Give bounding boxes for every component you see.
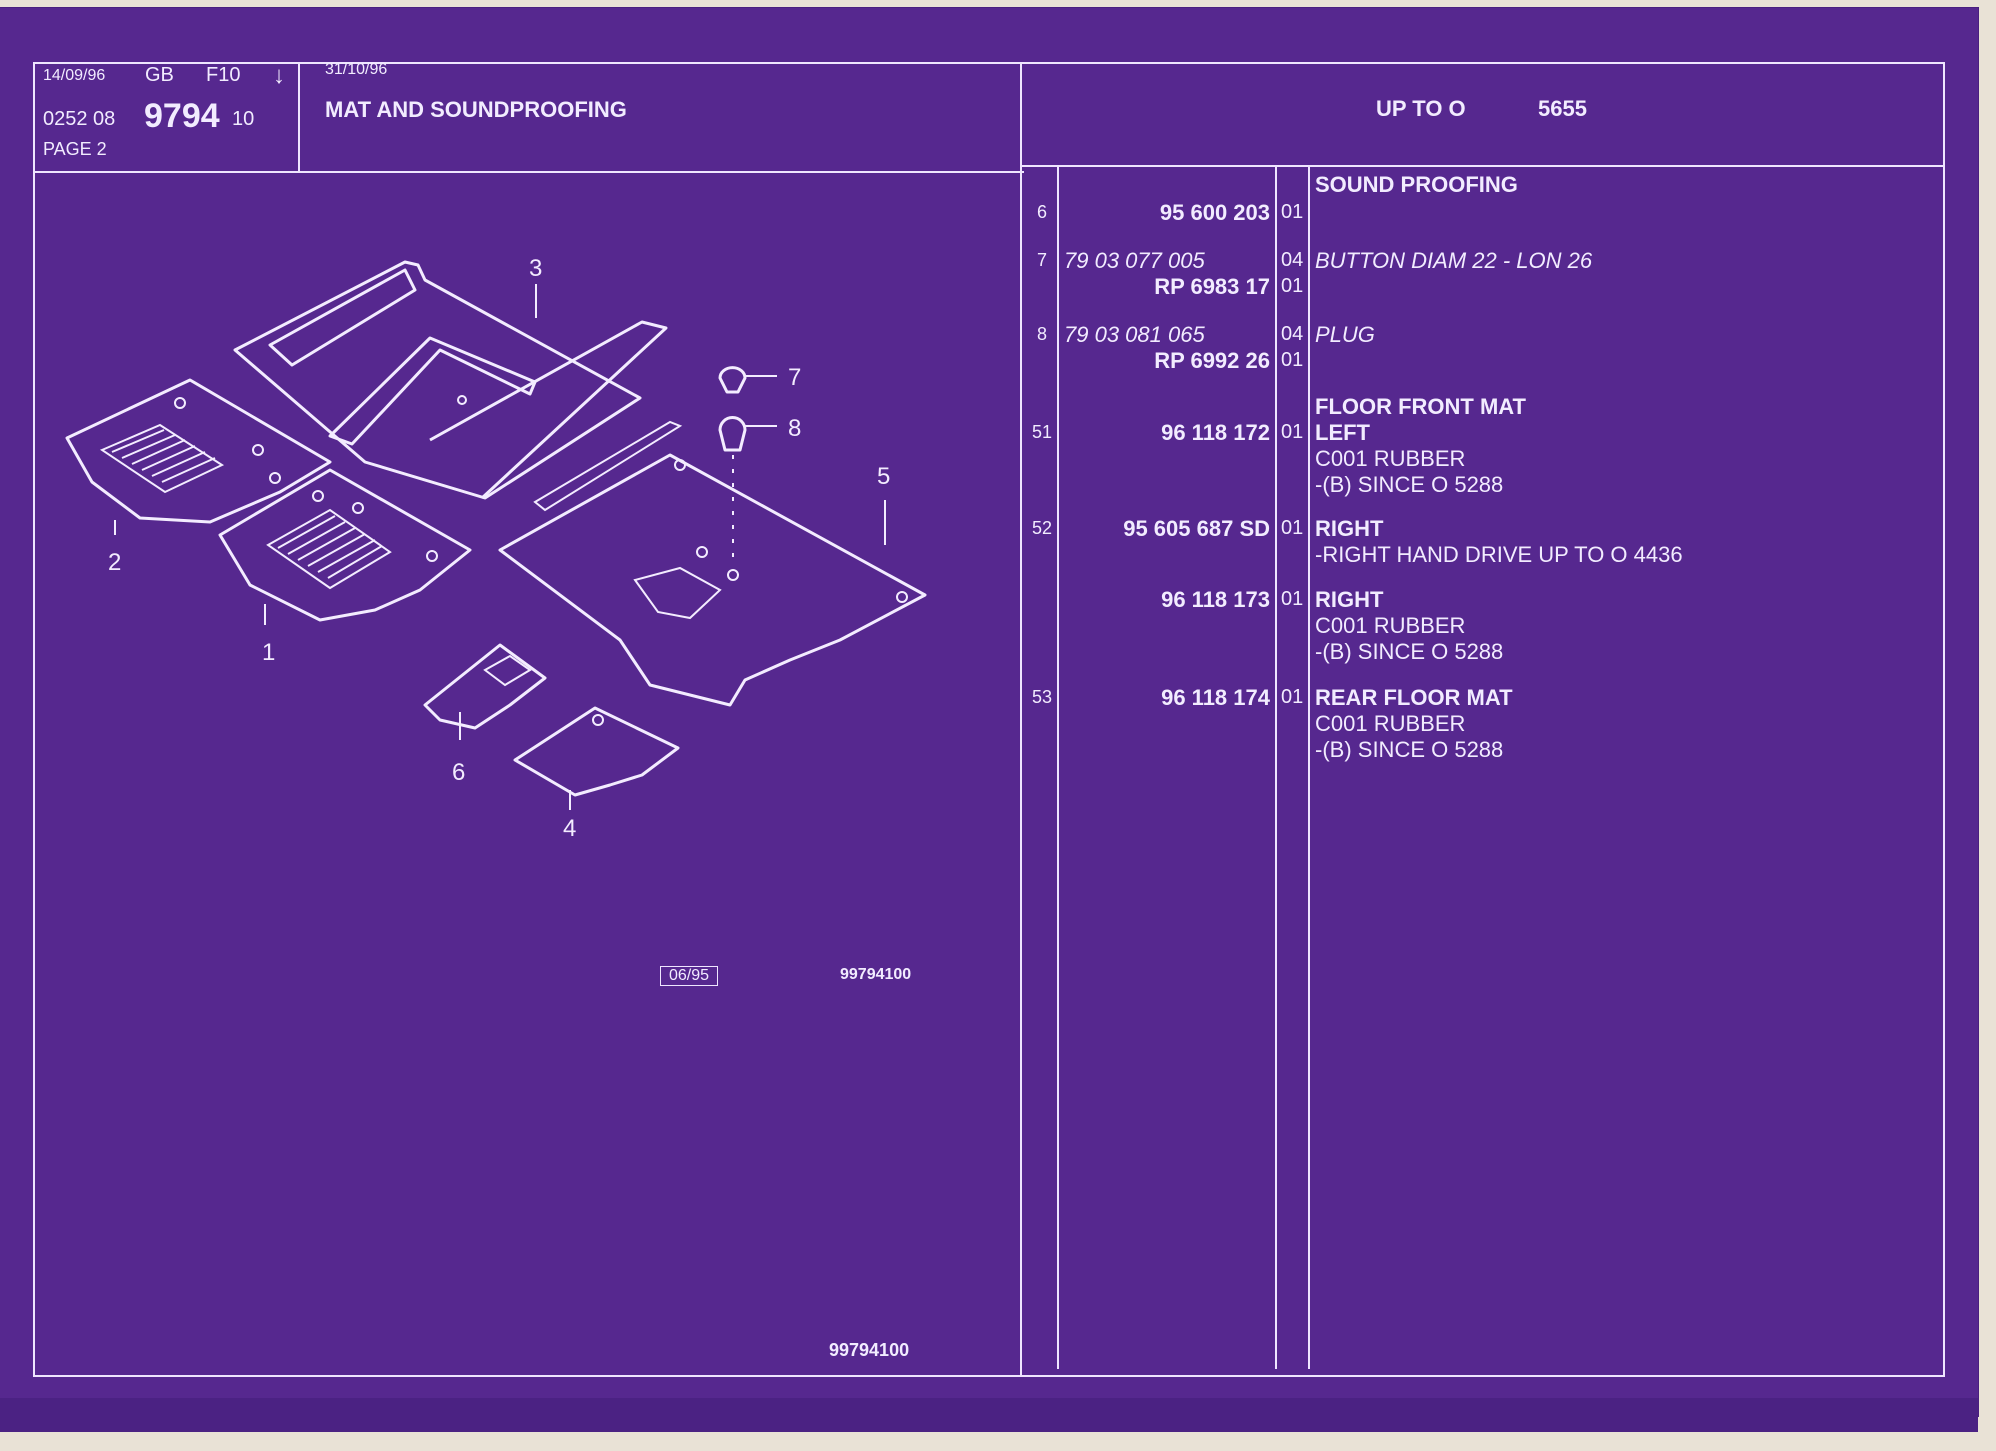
callout-1-text: 1 <box>262 639 275 666</box>
parts-row-index: 6 <box>1036 202 1047 222</box>
callout-3: 3 <box>529 255 542 282</box>
frame-right <box>1943 62 1945 1377</box>
parts-row-description: C001 RUBBER <box>1315 711 1466 736</box>
header-lang: GB <box>145 64 174 86</box>
parts-row-description: -(B) SINCE O 5288 <box>1315 639 1504 664</box>
callout-6: 6 <box>452 759 465 786</box>
parts-row-number: 79 03 077 005 <box>1064 248 1205 273</box>
header-ref-suffix: 10 <box>232 108 255 130</box>
callout-7: 7 <box>788 364 801 391</box>
parts-row-qty: 01 <box>1281 275 1304 297</box>
col-qty-divider <box>1308 165 1310 1369</box>
parts-row-qty: 01 <box>1281 201 1304 223</box>
header-divider-right <box>1022 165 1943 167</box>
parts-row-description: RIGHT <box>1315 587 1384 612</box>
page-title: MAT AND SOUNDPROOFING <box>325 97 627 122</box>
parts-row-number: 96 118 173 <box>1161 587 1270 612</box>
parts-row-description: BUTTON DIAM 22 - LON 26 <box>1315 248 1593 273</box>
parts-row-number: RP 6983 17 <box>1154 274 1270 299</box>
header-section: F10 <box>206 64 241 86</box>
parts-row-qty: 01 <box>1281 686 1304 708</box>
parts-row-qty: 01 <box>1281 421 1304 443</box>
parts-row-qty: 01 <box>1281 517 1304 539</box>
header-date-right: 31/10/96 <box>325 61 388 78</box>
parts-row-description: LEFT <box>1315 420 1370 445</box>
header-range-number: 5655 <box>1538 96 1587 121</box>
parts-row-description: RIGHT <box>1315 516 1384 541</box>
header-ref-divider <box>298 62 300 172</box>
frame-bottom <box>33 1375 1945 1377</box>
callout-4: 4 <box>563 815 576 842</box>
parts-row-index: 52 <box>1031 518 1053 538</box>
parts-row-index: 8 <box>1036 324 1047 344</box>
col-number-divider <box>1275 165 1277 1369</box>
header-date-left: 14/09/96 <box>43 67 106 84</box>
parts-row-number: 96 118 174 <box>1161 685 1270 710</box>
frame-top <box>33 62 1945 64</box>
parts-row-index: 51 <box>1031 422 1053 442</box>
part-2-mat-shape <box>65 378 332 524</box>
header-page: PAGE 2 <box>43 139 107 159</box>
parts-row-index: 7 <box>1036 250 1047 270</box>
header-range-prefix: UP TO O <box>1376 96 1466 121</box>
parts-row-number: 95 605 687 SD <box>1123 516 1270 541</box>
catalog-sheet <box>0 8 1978 1416</box>
parts-row-qty: 01 <box>1281 588 1304 610</box>
header-arrow-icon: ↓ <box>273 62 285 89</box>
parts-row-description: C001 RUBBER <box>1315 446 1466 471</box>
sheet-bottom-edge <box>0 1398 1978 1432</box>
callout-5: 5 <box>877 463 890 490</box>
part-7-8-fasteners <box>718 366 777 581</box>
diagram-ref-small: 99794100 <box>840 966 912 983</box>
callout-8: 8 <box>788 415 801 442</box>
callout-leaders <box>114 284 886 810</box>
parts-row-description: SOUND PROOFING <box>1315 172 1518 197</box>
parts-row-number: 96 118 172 <box>1161 420 1270 445</box>
callout-2: 2 <box>108 549 121 576</box>
parts-row-index: 53 <box>1031 687 1053 707</box>
header-ref-prefix: 0252 08 <box>43 108 116 130</box>
parts-row-number: RP 6992 26 <box>1154 348 1270 373</box>
parts-row-qty: 04 <box>1281 323 1304 345</box>
header-divider-left <box>33 171 1024 173</box>
parts-row-qty: 04 <box>1281 249 1304 271</box>
panel-divider <box>1020 62 1022 1377</box>
col-index-divider <box>1057 165 1059 1369</box>
diagram-date-box: 06/95 <box>660 966 719 986</box>
parts-row-number: 79 03 081 065 <box>1064 322 1205 347</box>
parts-row-description: C001 RUBBER <box>1315 613 1466 638</box>
header-ref-main: 9794 <box>144 97 220 135</box>
parts-row-description: REAR FLOOR MAT <box>1315 685 1513 710</box>
frame-left <box>33 62 35 1377</box>
parts-row-number: 95 600 203 <box>1159 200 1270 225</box>
part-6-insert-shape <box>423 643 547 730</box>
part-4-pad-shape <box>513 706 680 797</box>
part-3-carpet-shape <box>233 260 683 512</box>
parts-row-description: PLUG <box>1315 322 1375 347</box>
parts-row-description: -(B) SINCE O 5288 <box>1315 737 1504 762</box>
parts-row-description: FLOOR FRONT MAT <box>1315 394 1526 419</box>
part-5-mat-shape <box>498 453 927 707</box>
part-1-mat-shape <box>218 468 472 622</box>
parts-row-description: -RIGHT HAND DRIVE UP TO O 4436 <box>1315 542 1683 567</box>
parts-row-qty: 01 <box>1281 349 1304 371</box>
parts-row-description: -(B) SINCE O 5288 <box>1315 472 1504 497</box>
diagram-ref-bottom: 99794100 <box>829 1340 910 1360</box>
exploded-parts-diagram: 1 2 3 4 5 6 7 8 <box>65 255 927 842</box>
